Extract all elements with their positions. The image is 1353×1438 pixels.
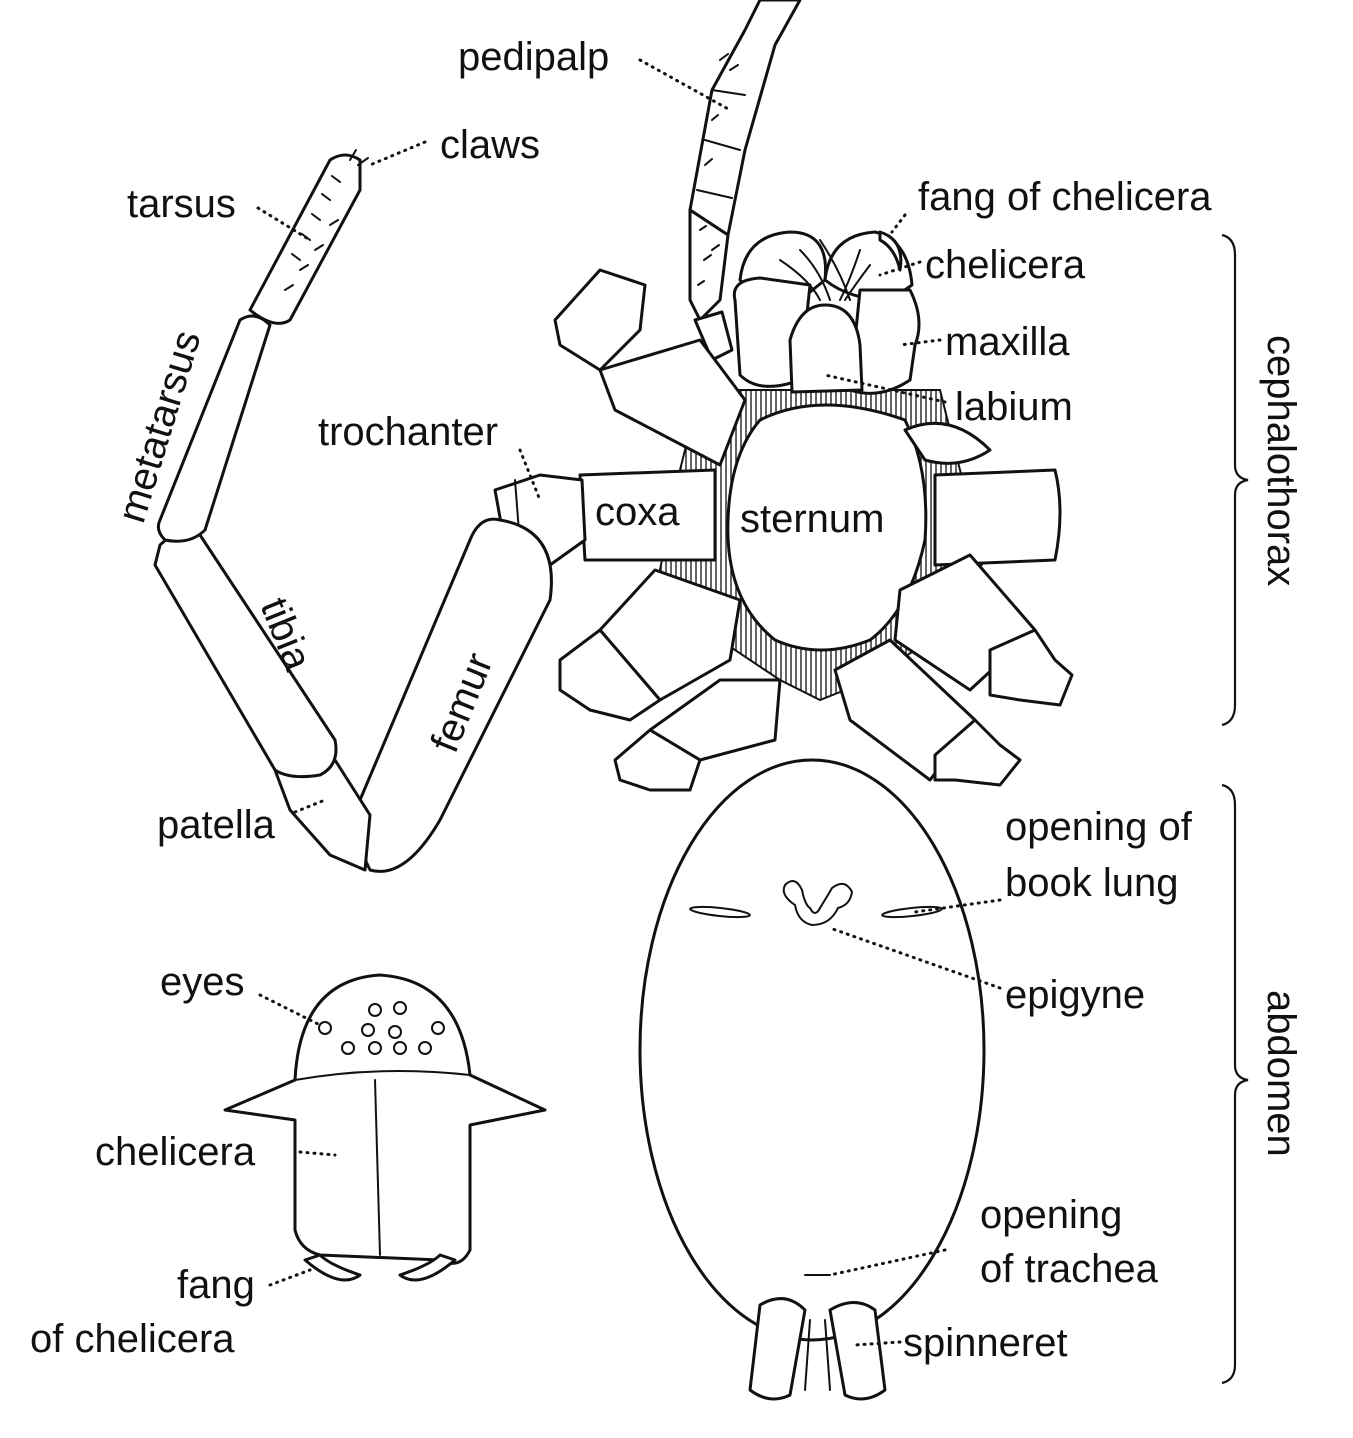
label-chelicera: chelicera (925, 243, 1086, 287)
cephalothorax-drawing (553, 230, 1074, 792)
cephalothorax-brace (1221, 233, 1249, 727)
abdomen-brace (1221, 783, 1249, 1385)
label-maxilla: maxilla (945, 320, 1070, 364)
label-sternum: sternum (740, 497, 885, 541)
label-opening-of-book-lung-line1: opening of (1005, 805, 1193, 849)
label-front-fang-line1: fang (177, 1263, 255, 1307)
label-epigyne: epigyne (1005, 973, 1145, 1017)
label-pedipalp: pedipalp (458, 35, 609, 79)
label-fang-of-chelicera: fang of chelicera (918, 175, 1212, 219)
label-opening-of-trachea-line1: opening (980, 1193, 1122, 1237)
label-coxa: coxa (595, 490, 680, 534)
front-view-drawing (223, 973, 547, 1282)
label-opening-of-book-lung-line2: book lung (1005, 861, 1178, 905)
eyes-icon (318, 1001, 445, 1055)
labels: pedipalp claws tarsus fang of chelicera … (30, 35, 1303, 1365)
label-front-fang-line2: of chelicera (30, 1317, 235, 1361)
leader-lines (256, 58, 1002, 1347)
label-spinneret: spinneret (903, 1321, 1068, 1365)
label-abdomen: abdomen (1259, 990, 1303, 1157)
label-labium: labium (955, 385, 1073, 429)
label-cephalothorax: cephalothorax (1259, 335, 1303, 586)
label-eyes: eyes (160, 960, 245, 1004)
pedipalp-drawing (688, 0, 802, 362)
label-claws: claws (440, 123, 540, 167)
leg-drawing (153, 149, 587, 873)
label-trochanter: trochanter (318, 410, 498, 454)
label-opening-of-trachea-line2: of trachea (980, 1247, 1159, 1291)
label-front-chelicera: chelicera (95, 1130, 256, 1174)
label-patella: patella (157, 803, 276, 847)
abdomen-drawing (638, 758, 986, 1401)
label-tarsus: tarsus (127, 182, 236, 226)
